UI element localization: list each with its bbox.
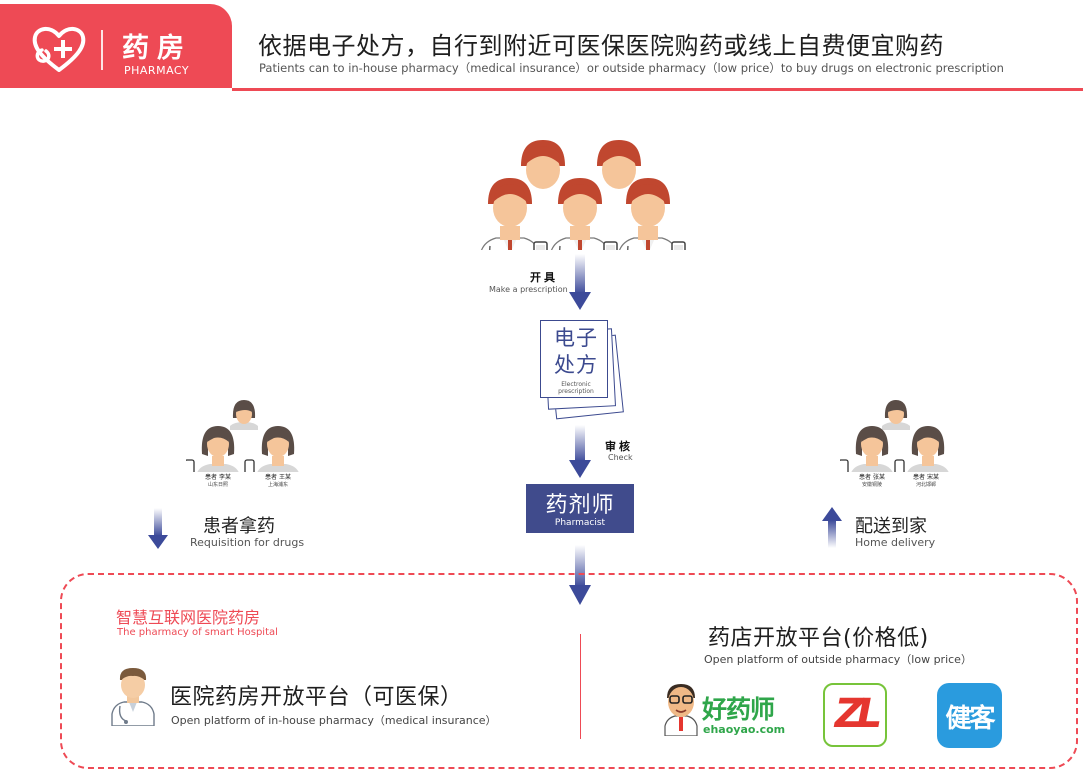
arrow-down-icon [569,545,591,605]
patient-name: 患者 王某 [265,474,291,481]
pharmacist-title: 药剂师 [545,493,615,518]
page-subtitle: Patients can to in-house pharmacy（medica… [259,61,1004,75]
outside-platform-subtitle: Open platform of outside pharmacy（low pr… [704,653,972,666]
page-title: 依据电子处方，自行到附近可医保医院购药或线上自费便宜购药 [258,32,944,60]
patient-location: 上海浦东 [267,482,288,488]
check-label: 审核 [605,440,633,453]
badge-title: 药房 [122,33,192,64]
arrow-down-icon [569,254,591,310]
patient-location: 安徽铜陵 [861,482,882,488]
prescription-title-line2: 处方 [554,353,598,377]
inhouse-platform-subtitle: Open platform of in-house pharmacy（medic… [171,714,497,727]
make-prescription-sublabel: Make a prescription [489,285,568,294]
delivery-sublabel: Home delivery [855,536,936,549]
pharmacist-subtitle: Pharmacist [554,518,606,528]
prescription-subtitle-line2: prescription [558,388,594,395]
jianke-logo: 健客 [937,683,1002,748]
outside-platform-title: 药店开放平台(价格低) [708,626,929,651]
delivery-label: 配送到家 [855,516,927,537]
make-prescription-label: 开具 [530,271,558,284]
patients-right-group-icon [840,400,951,472]
zl-pharmacy-logo: ZL [823,683,887,747]
zl-logo-mark: ZL [834,691,883,737]
prescription-subtitle: Electronic prescription [547,381,605,395]
arrow-down-icon [148,508,168,549]
badge-separator [101,30,103,70]
smart-hospital-subtitle: The pharmacy of smart Hospital [117,627,278,638]
prescription-title: 电子 处方 [548,325,604,379]
pharmacy-badge: 药房 PHARMACY [0,4,232,88]
patient-name: 患者 张某 [859,474,885,481]
jianke-logo-text: 健客 [945,704,995,734]
doctor-icon [111,668,155,726]
platform-frame [60,573,1078,769]
prescription-subtitle-line1: Electronic [561,381,591,388]
platform-divider [580,634,581,739]
prescription-document [540,320,608,398]
prescription-title-line1: 电子 [554,326,598,350]
patient-name: 患者 李某 [205,474,231,481]
header-divider [232,88,1083,91]
haoyaoshi-logo-url: ehaoyao.com [703,723,786,736]
check-sublabel: Check [608,453,633,462]
haoyaoshi-logo-text: 好药师 [702,695,775,724]
arrow-down-icon [569,425,591,478]
badge-subtitle: PHARMACY [124,64,190,77]
heart-plus-icon [32,27,86,72]
requisition-sublabel: Requisition for drugs [190,536,305,549]
haoyaoshi-mascot-icon [664,684,698,736]
patients-left-group-icon [186,400,301,472]
requisition-label: 患者拿药 [203,516,275,537]
smart-hospital-title: 智慧互联网医院药房 [116,608,261,627]
doctors-group-icon [479,140,686,250]
patient-location: 山东日照 [207,482,228,488]
patient-location: 河北邯郸 [915,482,936,488]
arrow-up-icon [822,507,842,548]
inhouse-platform-title: 医院药房开放平台（可医保） [170,685,463,710]
patient-name: 患者 宋某 [913,474,939,481]
pharmacist-box: 药剂师 Pharmacist [526,484,634,533]
